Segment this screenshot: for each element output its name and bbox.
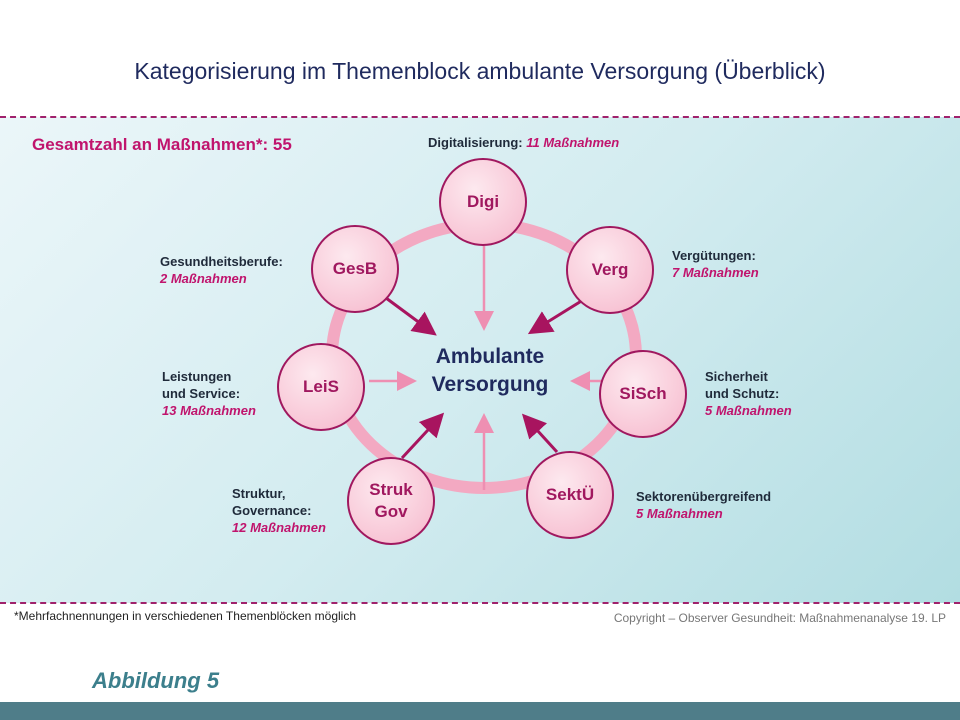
label-struk-line2: Governance: xyxy=(232,503,312,518)
label-struk: Struktur, Governance: 12 Maßnahmen xyxy=(232,485,326,536)
center-label-line1: Ambulante xyxy=(435,345,545,368)
center-label: Ambulante Versorgung xyxy=(400,343,580,399)
label-sektue-count: 5 Maßnahmen xyxy=(636,506,723,521)
node-sisch: SiSch xyxy=(599,350,687,438)
bottom-dashed-divider xyxy=(0,602,960,604)
total-measures: Gesamtzahl an Maßnahmen*: 55 xyxy=(32,135,292,154)
center-label-line2: Versorgung xyxy=(431,373,549,396)
page-title: Kategorisierung im Themenblock ambulante… xyxy=(134,58,826,84)
node-digi: Digi xyxy=(439,158,527,246)
arrow-gesb xyxy=(385,296,437,336)
label-gesb-text: Gesundheitsberufe: xyxy=(160,254,283,269)
top-dashed-divider xyxy=(0,116,960,118)
label-struk-count: 12 Maßnahmen xyxy=(232,520,326,535)
label-sektue: Sektorenübergreifend 5 Maßnahmen xyxy=(636,488,771,522)
node-digi-label: Digi xyxy=(466,192,500,211)
footnote: *Mehrfachnennungen in verschiedenen Them… xyxy=(14,609,356,623)
node-struk-gov: Struk Gov xyxy=(347,457,435,545)
label-gesb-count: 2 Maßnahmen xyxy=(160,271,247,286)
node-struk-label-line2: Gov xyxy=(374,502,408,521)
label-leis-line1: Leistungen xyxy=(162,369,232,384)
label-sisch: Sicherheit und Schutz: 5 Maßnahmen xyxy=(705,368,792,419)
label-leis-line2: und Service: xyxy=(162,386,241,401)
arrow-sektue xyxy=(521,413,559,454)
label-digi: Digitalisierung: 11 Maßnahmen xyxy=(428,134,619,151)
label-leis-count: 13 Maßnahmen xyxy=(162,403,256,418)
copyright: Copyright – Observer Gesundheit: Maßnahm… xyxy=(613,611,946,625)
label-sisch-count: 5 Maßnahmen xyxy=(705,403,792,418)
label-struk-line1: Struktur, xyxy=(232,486,286,501)
label-verg: Vergütungen: 7 Maßnahmen xyxy=(672,247,759,281)
bottom-bar xyxy=(0,702,960,720)
node-verg: Verg xyxy=(566,226,654,314)
node-verg-label: Verg xyxy=(591,260,629,279)
node-sisch-label: SiSch xyxy=(619,384,667,403)
label-digi-count: 11 Maßnahmen xyxy=(526,135,620,150)
label-leis: Leistungen und Service: 13 Maßnahmen xyxy=(162,368,256,419)
node-sektue-label: SektÜ xyxy=(545,485,595,504)
node-leis: LeiS xyxy=(277,343,365,431)
label-verg-text: Vergütungen: xyxy=(672,248,756,263)
label-sektue-text: Sektorenübergreifend xyxy=(636,489,772,504)
arrow-struk xyxy=(400,412,445,460)
node-sektue: SektÜ xyxy=(526,451,614,539)
label-sisch-line2: und Schutz: xyxy=(705,386,780,401)
label-verg-count: 7 Maßnahmen xyxy=(672,265,759,280)
node-struk-label-line1: Struk xyxy=(369,480,413,499)
node-gesb: GesB xyxy=(311,225,399,313)
arrow-verg xyxy=(527,298,584,335)
figure-label: Abbildung 5 xyxy=(92,668,220,693)
label-sisch-line1: Sicherheit xyxy=(705,369,768,384)
label-digi-text: Digitalisierung: xyxy=(428,135,527,150)
node-gesb-label: GesB xyxy=(332,259,378,278)
node-leis-label: LeiS xyxy=(303,377,339,396)
label-gesb: Gesundheitsberufe: 2 Maßnahmen xyxy=(160,253,283,287)
